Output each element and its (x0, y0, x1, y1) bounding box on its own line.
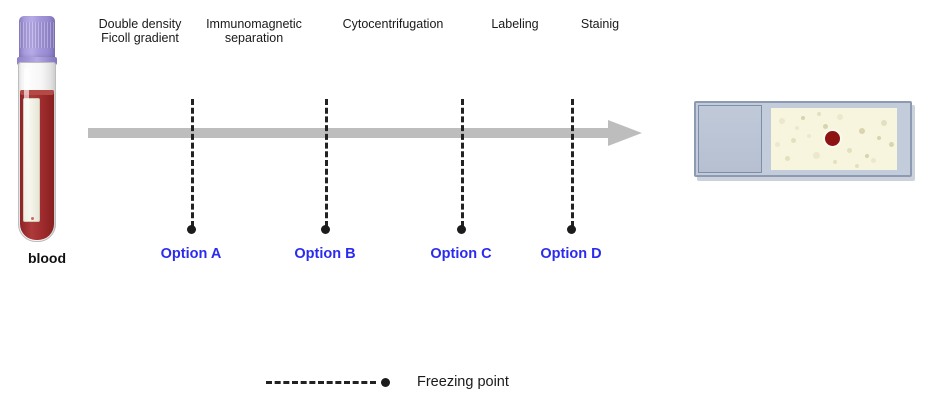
freezing-point-line-b (325, 99, 328, 227)
target-cell-marker (825, 131, 840, 146)
freezing-point-line-a (191, 99, 194, 227)
step-label-labeling: Labeling (491, 17, 539, 31)
step-label-staining: Stainig (580, 17, 620, 31)
legend-dashed-line-icon (266, 380, 376, 384)
tube-speck (31, 217, 34, 220)
tube-gloss-highlight (24, 68, 29, 218)
option-label-c[interactable]: Option C (430, 246, 492, 262)
freezing-point-line-d (571, 99, 574, 227)
slide-smear-area (771, 108, 897, 170)
process-arrow-head (608, 120, 642, 146)
legend: Freezing point (266, 374, 509, 390)
option-label-a[interactable]: Option A (160, 246, 222, 262)
tube-cap (19, 16, 55, 60)
step-label-cytocentrifugation: Cytocentrifugation (342, 17, 444, 31)
legend-label: Freezing point (417, 374, 509, 390)
blood-collection-tube-icon (10, 16, 64, 244)
process-arrow-bar (88, 128, 610, 138)
step-label-ficoll-gradient: Double density Ficoll gradient (98, 17, 182, 45)
microscope-slide-icon (694, 101, 912, 177)
freezing-point-dot-c (457, 225, 466, 234)
legend-dot-icon (381, 377, 390, 387)
blood-caption: blood (27, 250, 67, 266)
tube-cap-lip (17, 57, 57, 65)
option-label-d[interactable]: Option D (540, 246, 602, 262)
slide-frosted-label-area (698, 105, 762, 173)
option-label-b[interactable]: Option B (294, 246, 356, 262)
freezing-point-dot-a (187, 225, 196, 234)
freezing-point-dot-b (321, 225, 330, 234)
step-label-immunomagnetic: Immunomagnetic separation (206, 17, 302, 45)
tube-body (18, 62, 56, 242)
tube-outline (18, 62, 56, 242)
freezing-point-dot-d (567, 225, 576, 234)
freezing-point-line-c (461, 99, 464, 227)
